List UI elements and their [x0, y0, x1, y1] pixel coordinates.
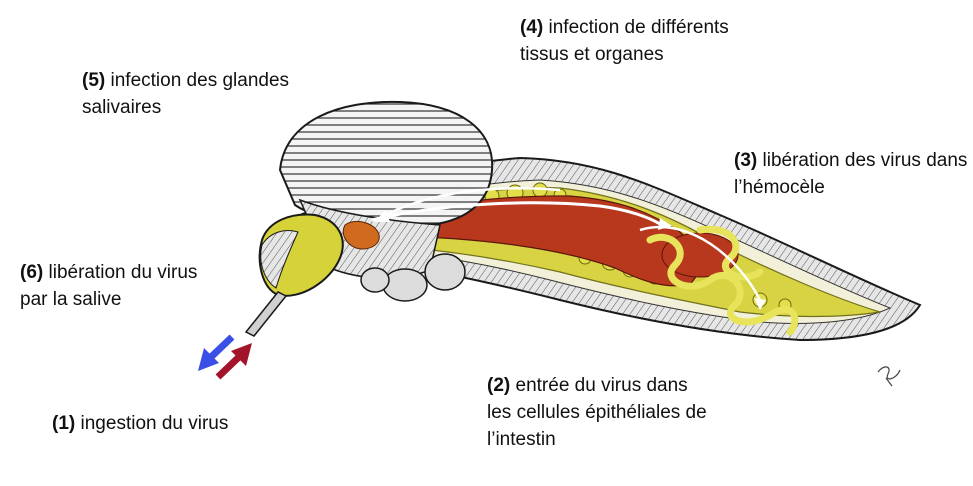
- label-number: (2): [487, 375, 510, 396]
- proboscis: [246, 292, 286, 336]
- label-number: (3): [734, 150, 757, 171]
- artist-signature-icon: [878, 367, 900, 386]
- label-text: infection des glandes salivaires: [82, 70, 289, 118]
- label-text: libération du virus par la salive: [20, 262, 197, 310]
- label-tissue-infection: (4) infection de différents tissus et or…: [520, 14, 740, 68]
- label-salivary-infection: (5) infection des glandes salivaires: [82, 67, 302, 121]
- label-release-hemocoel: (3) libération des virus dans l’hémocèle: [734, 147, 973, 201]
- label-saliva-release: (6) libération du virus par la salive: [20, 259, 210, 313]
- label-number: (1): [52, 413, 75, 434]
- label-number: (5): [82, 70, 105, 91]
- label-number: (6): [20, 262, 43, 283]
- label-ingestion: (1) ingestion du virus: [52, 410, 228, 437]
- label-text: infection de différents tissus et organe…: [520, 17, 729, 65]
- label-text: entrée du virus dans les cellules épithé…: [487, 375, 707, 450]
- label-number: (4): [520, 17, 543, 38]
- label-entry-epithelial-cells: (2) entrée du virus dans les cellules ép…: [487, 372, 707, 453]
- label-text: ingestion du virus: [81, 413, 229, 434]
- label-text: libération des virus dans l’hémocèle: [734, 150, 967, 198]
